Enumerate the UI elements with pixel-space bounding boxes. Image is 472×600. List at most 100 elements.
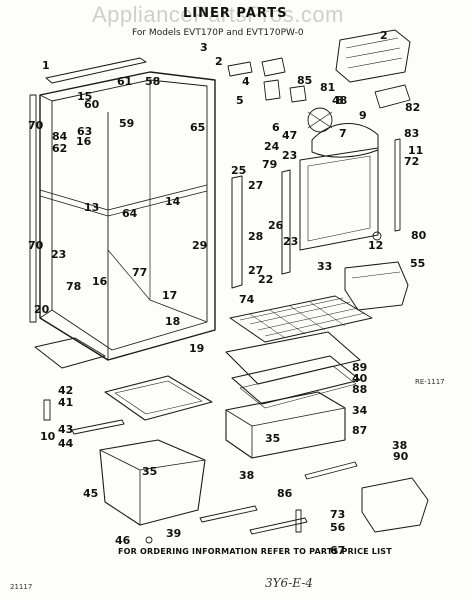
callout: 44 (58, 437, 74, 450)
fan-shroud (311, 123, 379, 158)
air-duct-26 (281, 169, 291, 275)
callout: 70 (28, 119, 44, 132)
dairy-bin (361, 477, 429, 533)
callout: 88 (352, 383, 368, 396)
callout: 34 (352, 404, 368, 417)
callout: 60 (84, 98, 100, 111)
callout: 8 (336, 94, 344, 107)
wire-shelf (229, 295, 373, 343)
callout: 15 (77, 90, 93, 103)
reference-code: RE-1117 (415, 378, 445, 386)
callout: 61 (117, 75, 133, 88)
callout: 7 (339, 127, 347, 140)
diagram-title: LINER PARTS (183, 6, 288, 21)
watermark: AppliancePartsPros.com (92, 2, 344, 27)
callout: 72 (404, 155, 420, 168)
crisper-lid-frame (104, 375, 213, 421)
lamp-housing-4 (261, 57, 286, 77)
callout: 11 (408, 144, 424, 157)
callout: 13 (84, 201, 100, 214)
fan-blade (307, 107, 333, 133)
lamp-bulb-5 (263, 79, 281, 101)
callout: 9 (359, 109, 367, 122)
drawer-rail-mid (199, 505, 258, 523)
callout: 23 (282, 149, 298, 162)
callout: 58 (145, 75, 161, 88)
callout: 48 (332, 94, 348, 107)
callout: 28 (248, 230, 264, 243)
callout: 24 (264, 140, 280, 153)
callout: 18 (165, 315, 181, 328)
callout: 86 (277, 487, 293, 500)
callout: 59 (119, 117, 135, 130)
callout: 41 (58, 396, 74, 409)
callout: 89 (352, 361, 368, 374)
callout: 55 (410, 257, 426, 270)
callout: 39 (166, 527, 182, 540)
drawer-rail-left (71, 419, 125, 435)
crisper-pan-cover (34, 337, 106, 369)
callout: 87 (352, 424, 368, 437)
callout: 42 (58, 384, 74, 397)
callout: 84 (52, 130, 68, 143)
callout: 27 (248, 264, 264, 277)
callout: 17 (162, 289, 178, 302)
callout: 62 (52, 142, 68, 155)
callout: 46 (115, 534, 131, 547)
callout: 83 (404, 127, 420, 140)
crisper-cover (374, 84, 411, 109)
callout: 38 (239, 469, 255, 482)
callout: 5 (236, 94, 244, 107)
callout: 79 (262, 158, 278, 171)
callout: 22 (258, 273, 274, 286)
callout: 1 (42, 59, 50, 72)
left-side-trim (29, 94, 37, 323)
callout: 4 (242, 75, 250, 88)
handwritten-note: 3Y6-E-4 (265, 576, 313, 590)
hinge-10 (43, 399, 51, 421)
sheet-number: 21117 (10, 583, 33, 591)
glass-shelf-frame (225, 331, 361, 385)
callout: 33 (317, 260, 333, 273)
callout: 2 (215, 55, 223, 68)
callout: 73 (330, 508, 346, 521)
callout: 74 (239, 293, 255, 306)
callout: 16 (92, 275, 108, 288)
callout: 26 (268, 219, 284, 232)
callout: 78 (66, 280, 82, 293)
callout: 64 (122, 207, 138, 220)
callout: 23 (283, 235, 299, 248)
callout: 35 (142, 465, 158, 478)
meat-drawer-left (99, 439, 206, 526)
callout: 35 (265, 432, 281, 445)
rail-38-90 (304, 461, 358, 480)
air-duct-25 (231, 175, 243, 289)
callout: 6 (272, 121, 280, 134)
callout: 80 (411, 229, 427, 242)
ordering-footer: FOR ORDERING INFORMATION REFER TO PARTS … (118, 547, 392, 556)
crisper-drawer-right (225, 391, 346, 459)
callout: 27 (248, 179, 264, 192)
callout: 12 (368, 239, 384, 252)
callout: 16 (76, 135, 92, 148)
callout: 23 (51, 248, 67, 261)
callout: 40 (352, 372, 368, 385)
callout: 38 (392, 439, 408, 452)
cabinet-divider (39, 184, 208, 211)
top-shelf-assembly (335, 29, 411, 83)
callout: 45 (83, 487, 99, 500)
callout: 85 (297, 74, 313, 87)
callout: 56 (330, 521, 346, 534)
callout: 81 (320, 81, 336, 94)
callout: 14 (165, 195, 181, 208)
callout: 63 (77, 125, 93, 138)
butter-bin (344, 261, 409, 311)
callout: 29 (192, 239, 208, 252)
top-trim-part (45, 57, 147, 84)
callout: 3 (200, 41, 208, 54)
callout: 67 (330, 544, 346, 557)
right-strip (394, 138, 401, 232)
bracket-73 (295, 509, 302, 533)
